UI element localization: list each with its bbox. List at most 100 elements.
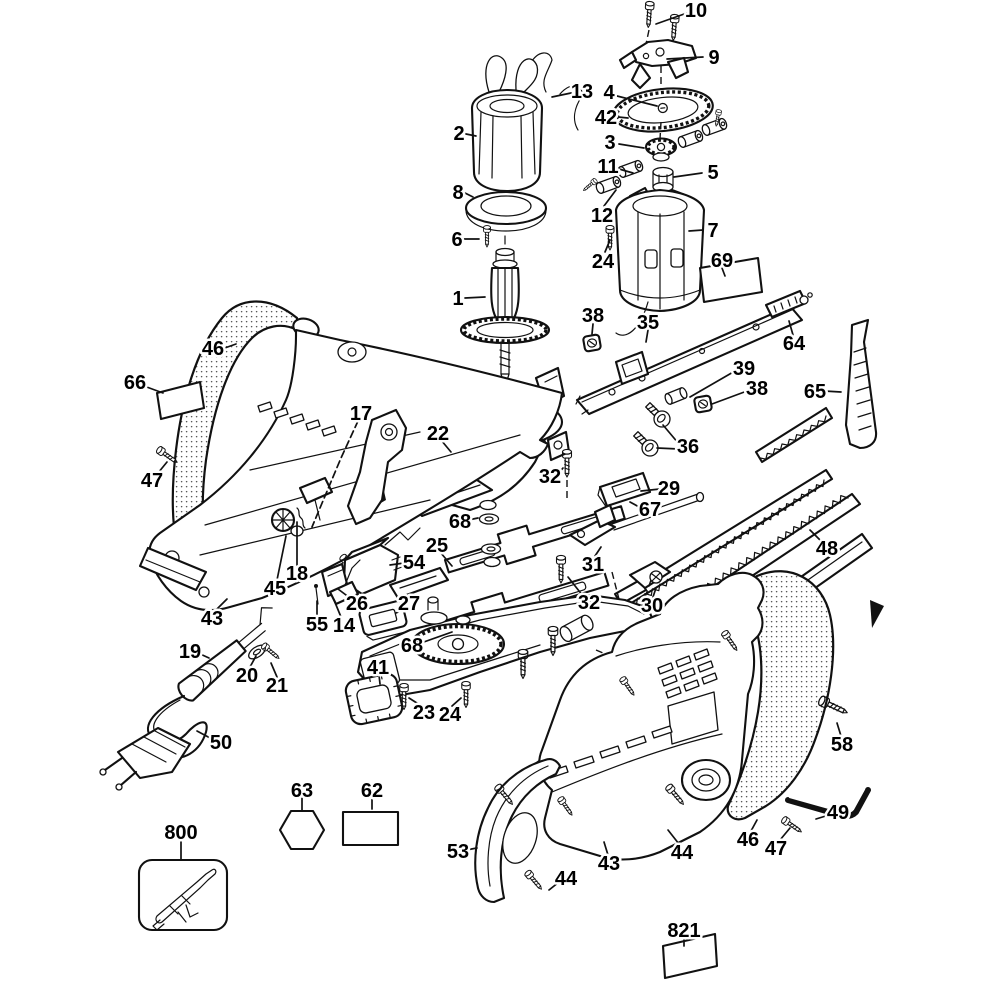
callout-68: 68 xyxy=(398,631,453,660)
callout-12: 12 xyxy=(588,189,617,230)
callout-14: 14 xyxy=(330,599,358,640)
svg-text:24: 24 xyxy=(439,704,462,726)
brush-11c xyxy=(676,128,705,149)
callout-18: 18 xyxy=(283,521,311,588)
svg-text:17: 17 xyxy=(350,403,372,425)
plate-screw-a xyxy=(517,648,529,680)
right-housing-43 xyxy=(538,571,765,861)
callout-21: 21 xyxy=(263,662,291,700)
svg-text:49: 49 xyxy=(827,802,849,824)
callout-48: 48 xyxy=(809,529,841,563)
callout-41: 41 xyxy=(364,655,392,685)
svg-text:1: 1 xyxy=(452,288,463,310)
svg-text:18: 18 xyxy=(286,563,308,585)
pin-bracket-31 xyxy=(568,491,705,547)
svg-text:58: 58 xyxy=(831,734,853,756)
callout-22: 22 xyxy=(424,421,452,453)
callout-43: 43 xyxy=(595,841,623,878)
armature-1 xyxy=(459,235,551,385)
svg-text:35: 35 xyxy=(637,312,659,334)
callout-46: 46 xyxy=(199,336,237,363)
stator-2 xyxy=(470,55,544,193)
callout-30: 30 xyxy=(638,587,666,620)
callout-47: 47 xyxy=(762,827,791,863)
callout-25: 25 xyxy=(423,533,453,567)
callout-38: 38 xyxy=(711,376,771,405)
screw-32b xyxy=(555,554,567,584)
callout-45: 45 xyxy=(261,535,289,603)
screw-36b xyxy=(629,427,662,460)
callout-19: 19 xyxy=(176,639,210,666)
callout-31: 31 xyxy=(579,546,607,579)
callout-46: 46 xyxy=(734,819,762,854)
svg-text:31: 31 xyxy=(582,554,604,576)
callout-38: 38 xyxy=(579,303,607,335)
svg-text:65: 65 xyxy=(804,381,826,403)
cord-protector-19 xyxy=(177,607,273,702)
label-plate-821 xyxy=(661,932,719,980)
button-27 xyxy=(358,600,411,641)
svg-text:41: 41 xyxy=(367,657,389,679)
callout-27: 27 xyxy=(395,591,423,618)
bar-end-fitting xyxy=(764,289,813,319)
svg-text:46: 46 xyxy=(202,338,224,360)
svg-text:7: 7 xyxy=(707,220,718,242)
callout-13: 13 xyxy=(551,79,596,106)
ring-gear-42 xyxy=(612,87,714,133)
svg-text:68: 68 xyxy=(401,635,423,657)
svg-text:21: 21 xyxy=(266,675,288,697)
callout-68: 68 xyxy=(446,509,479,536)
callout-63: 63 xyxy=(288,778,316,812)
pinion-gear-3 xyxy=(644,137,678,162)
svg-text:13: 13 xyxy=(571,81,593,103)
svg-text:10: 10 xyxy=(685,0,707,22)
callout-2: 2 xyxy=(451,121,477,148)
lever-bracket-9 xyxy=(618,38,698,90)
callout-53: 53 xyxy=(444,839,478,866)
accessory-box-800 xyxy=(137,858,229,932)
callout-43: 43 xyxy=(198,598,228,633)
clamp-30 xyxy=(628,560,672,590)
grommet-29-67 xyxy=(597,471,652,509)
svg-text:24: 24 xyxy=(592,251,615,273)
svg-text:53: 53 xyxy=(447,841,469,863)
svg-text:4: 4 xyxy=(603,82,615,104)
svg-text:48: 48 xyxy=(816,538,838,560)
hex-part-63 xyxy=(278,809,326,851)
svg-text:5: 5 xyxy=(707,162,718,184)
svg-text:12: 12 xyxy=(591,205,613,227)
callout-32: 32 xyxy=(536,464,564,491)
power-cord-50 xyxy=(99,694,208,791)
svg-text:30: 30 xyxy=(641,595,663,617)
motor-field-7 xyxy=(614,186,706,336)
screw-47-right xyxy=(779,815,805,836)
svg-text:9: 9 xyxy=(708,47,719,69)
svg-text:29: 29 xyxy=(658,478,680,500)
svg-text:42: 42 xyxy=(595,107,617,129)
callout-8: 8 xyxy=(450,180,474,207)
svg-text:27: 27 xyxy=(398,593,420,615)
callout-36: 36 xyxy=(656,424,702,461)
lead-wires-13 xyxy=(529,52,583,131)
callout-65: 65 xyxy=(801,379,842,406)
callout-42: 42 xyxy=(592,105,629,132)
callout-29: 29 xyxy=(640,476,683,503)
callout-32: 32 xyxy=(567,576,603,617)
svg-text:25: 25 xyxy=(426,535,448,557)
svg-text:22: 22 xyxy=(427,423,449,445)
left-housing-43 xyxy=(138,328,564,612)
svg-text:55: 55 xyxy=(306,614,328,636)
callout-9: 9 xyxy=(666,45,722,72)
callout-58: 58 xyxy=(828,722,856,759)
svg-text:20: 20 xyxy=(236,665,258,687)
callout-3: 3 xyxy=(602,130,645,157)
callout-35: 35 xyxy=(634,310,662,343)
callout-5: 5 xyxy=(673,160,721,187)
callout-64: 64 xyxy=(780,320,808,358)
svg-text:69: 69 xyxy=(711,250,733,272)
switch-54 xyxy=(342,527,450,600)
svg-text:46: 46 xyxy=(737,829,759,851)
svg-text:50: 50 xyxy=(210,732,232,754)
